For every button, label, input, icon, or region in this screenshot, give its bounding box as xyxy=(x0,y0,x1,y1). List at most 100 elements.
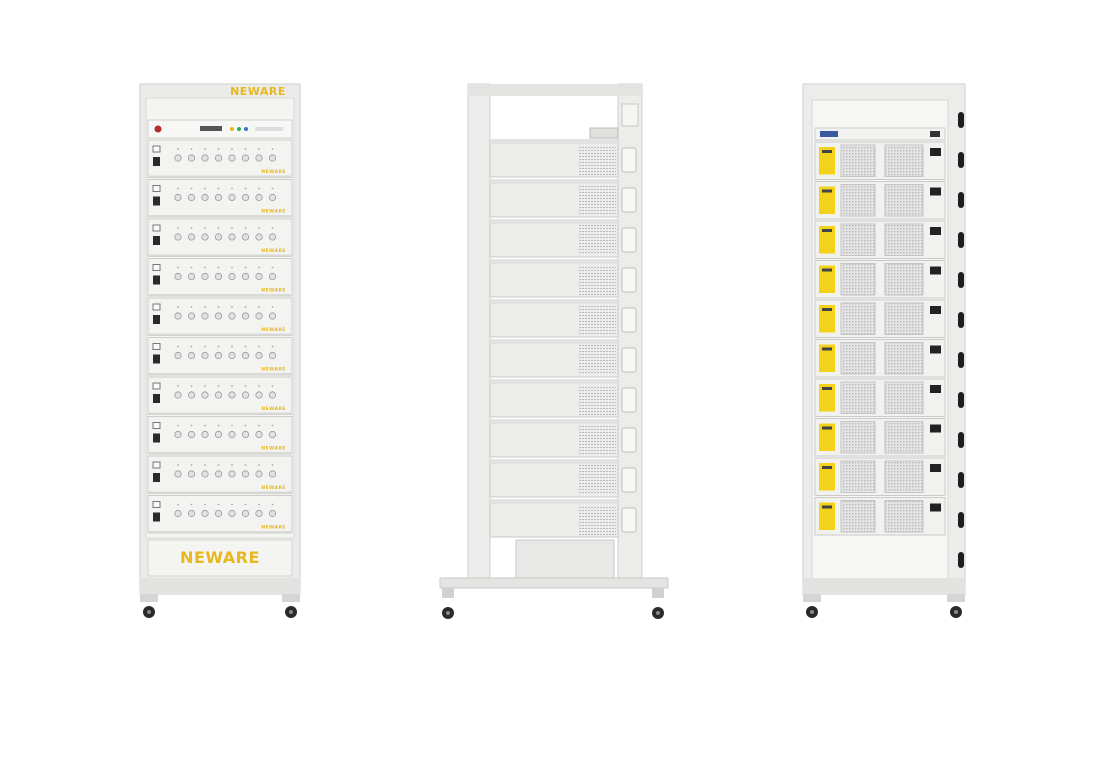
channel-connector-icon xyxy=(228,272,236,281)
rear-module xyxy=(814,378,946,417)
channel-connector-icon xyxy=(187,193,196,202)
module-logo: NEWARE xyxy=(261,288,286,294)
channel-connector-icon xyxy=(268,272,277,281)
warning-label xyxy=(819,344,835,372)
channel-connector-icon xyxy=(268,391,277,399)
module-logo: NEWARE xyxy=(261,209,286,215)
channel-connector-icon xyxy=(268,430,277,439)
rear-side-handles xyxy=(958,112,964,568)
channel-connector-icon xyxy=(255,272,263,281)
channel-connector-icon xyxy=(214,509,223,518)
front-module: NEWARE xyxy=(147,139,293,178)
warning-label xyxy=(819,502,835,530)
channel-connector-icon xyxy=(241,430,250,439)
side-view-rack xyxy=(439,83,669,619)
channel-connector-icon xyxy=(255,154,263,162)
warning-label xyxy=(819,384,835,412)
channel-connector-icon xyxy=(241,509,250,518)
channel-connector-icon xyxy=(268,351,277,360)
channel-connector-icon xyxy=(201,470,209,478)
module-logo: NEWARE xyxy=(261,327,286,333)
channel-connector-icon xyxy=(214,193,223,202)
channel-connector-icon xyxy=(241,312,250,320)
side-module xyxy=(489,179,637,218)
module-logo: NEWARE xyxy=(261,525,286,531)
side-module xyxy=(489,299,637,338)
channel-connector-icon xyxy=(174,470,182,478)
side-front-pillar xyxy=(467,83,491,579)
channel-connector-icon xyxy=(214,154,223,162)
channel-connector-icon xyxy=(228,430,236,439)
channel-connector-icon xyxy=(201,154,209,162)
bottom-brand-logo: NEWARE xyxy=(180,548,260,567)
channel-connector-icon xyxy=(174,272,182,281)
power-socket-icon xyxy=(930,424,941,433)
front-module: NEWARE xyxy=(147,258,293,297)
side-module xyxy=(489,139,637,178)
rear-module xyxy=(814,299,946,338)
front-view-cabinet: NEWARE NEWARE NEWARE NEWARE NEWARE NEWARE NEW… xyxy=(139,83,301,618)
power-socket-icon xyxy=(930,227,941,235)
channel-connector-icon xyxy=(214,430,223,439)
power-socket-icon xyxy=(930,266,941,275)
side-base-box xyxy=(515,539,615,579)
channel-connector-icon xyxy=(187,351,196,360)
channel-connector-icon xyxy=(174,509,182,518)
warning-label xyxy=(819,186,835,214)
rear-module xyxy=(814,181,946,220)
channel-connector-icon xyxy=(241,470,250,478)
channel-connector-icon xyxy=(241,391,250,399)
channel-connector-icon xyxy=(268,509,277,518)
rear-module xyxy=(814,497,946,536)
channel-connector-icon xyxy=(174,391,182,399)
channel-connector-icon xyxy=(174,351,182,360)
side-module xyxy=(489,459,637,498)
side-modules xyxy=(489,139,637,538)
front-module: NEWARE xyxy=(147,495,293,534)
power-socket-icon xyxy=(930,345,941,354)
front-module: NEWARE xyxy=(147,179,293,218)
channel-connector-icon xyxy=(241,272,250,281)
rear-caster-wheels xyxy=(803,594,965,618)
side-module xyxy=(489,499,637,538)
channel-connector-icon xyxy=(228,233,236,241)
channel-connector-icon xyxy=(255,391,263,399)
warning-label xyxy=(819,305,835,333)
front-module: NEWARE xyxy=(147,337,293,376)
side-caster-wheels xyxy=(442,588,664,619)
rear-module xyxy=(814,418,946,457)
front-module: NEWARE xyxy=(147,297,293,336)
channel-connector-icon xyxy=(255,430,263,439)
channel-connector-icon xyxy=(187,509,196,518)
channel-connector-icon xyxy=(228,312,236,320)
side-module xyxy=(489,219,637,258)
channel-connector-icon xyxy=(255,470,263,478)
rear-module xyxy=(814,457,946,496)
channel-connector-icon xyxy=(214,391,223,399)
warning-label xyxy=(819,463,835,491)
power-socket-icon xyxy=(930,148,941,156)
channel-connector-icon xyxy=(241,193,250,202)
channel-connector-icon xyxy=(268,470,277,478)
channel-connector-icon xyxy=(255,233,263,241)
channel-connector-icon xyxy=(241,233,250,241)
module-logo: NEWARE xyxy=(261,446,286,452)
channel-connector-icon xyxy=(214,233,223,241)
module-logo: NEWARE xyxy=(261,406,286,412)
channel-connector-icon xyxy=(201,233,209,241)
front-module: NEWARE xyxy=(147,416,293,455)
side-module xyxy=(489,259,637,298)
channel-connector-icon xyxy=(187,272,196,281)
channel-connector-icon xyxy=(255,312,263,320)
side-module xyxy=(489,419,637,458)
module-logo: NEWARE xyxy=(261,248,286,254)
front-module: NEWARE xyxy=(147,376,293,415)
warning-label xyxy=(819,265,835,293)
channel-connector-icon xyxy=(255,193,263,202)
power-socket-icon xyxy=(930,464,941,472)
channel-connector-icon xyxy=(268,233,277,241)
power-socket-icon xyxy=(930,385,941,393)
rear-module xyxy=(814,141,946,180)
channel-connector-icon xyxy=(228,193,236,202)
